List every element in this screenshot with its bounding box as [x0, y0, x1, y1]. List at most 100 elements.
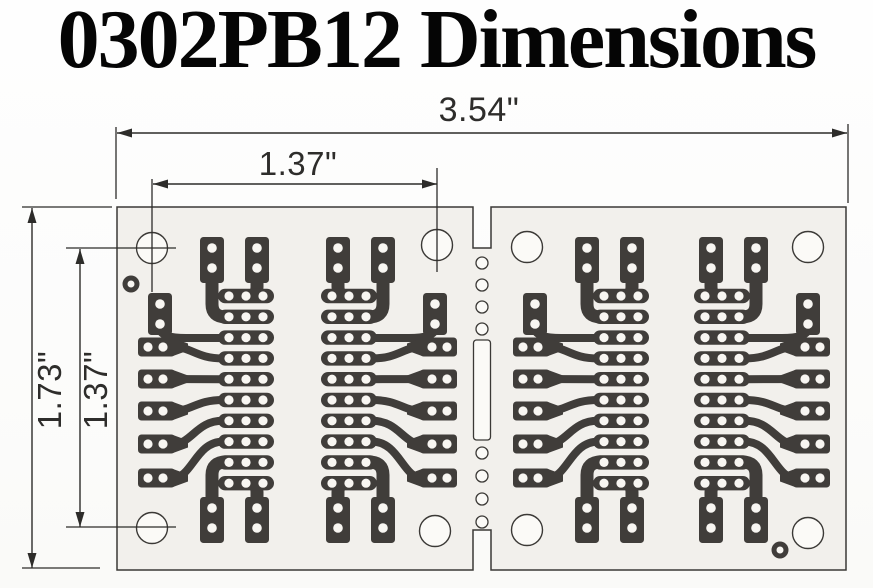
pad-hole — [751, 503, 761, 513]
header-pad — [620, 237, 644, 283]
pad-hole — [333, 503, 343, 513]
pad-hole — [734, 312, 744, 322]
pad-hole — [616, 291, 626, 301]
pad-hole — [582, 503, 592, 513]
pad-hole — [158, 473, 168, 483]
trace-taper — [548, 338, 563, 356]
pad-hole — [530, 299, 540, 309]
breakaway-hole — [475, 446, 489, 460]
pad-hole — [627, 523, 637, 533]
trace-taper — [407, 435, 422, 453]
adapter-pattern — [694, 237, 830, 543]
trace-taper — [780, 435, 795, 453]
pad-hole — [207, 263, 217, 273]
breakaway-hole — [475, 278, 489, 292]
pad-hole — [361, 457, 371, 467]
pad-hole — [717, 457, 727, 467]
pad-hole — [616, 353, 626, 363]
pad-hole — [717, 395, 727, 405]
pad-hole — [734, 457, 744, 467]
side-pad — [513, 337, 550, 357]
adapter-pattern — [513, 237, 649, 543]
pad-hole — [241, 395, 251, 405]
pad-hole — [361, 416, 371, 426]
pad-hole — [155, 299, 165, 309]
pad-hole — [800, 439, 810, 449]
header-pad — [245, 497, 269, 543]
pad-hole — [258, 374, 268, 384]
pad-hole — [803, 299, 813, 309]
pad-hole — [258, 457, 268, 467]
pad-hole — [627, 263, 637, 273]
pad-hole — [252, 243, 262, 253]
pad-hole — [599, 478, 609, 488]
pad-hole — [378, 243, 388, 253]
pad-hole — [241, 333, 251, 343]
pad-hole — [582, 243, 592, 253]
pad-hole — [327, 478, 337, 488]
pad-hole — [442, 439, 452, 449]
breakaway-slot — [472, 339, 492, 441]
pad-hole — [700, 374, 710, 384]
breakaway-hole — [475, 300, 489, 314]
header-pad — [245, 237, 269, 283]
pad-hole — [241, 457, 251, 467]
pad-hole — [706, 503, 716, 513]
trace-taper — [548, 469, 563, 487]
pad-hole — [700, 478, 710, 488]
pad-hole — [224, 395, 234, 405]
pad-hole — [633, 353, 643, 363]
pad-hole — [427, 439, 437, 449]
pad-hole — [143, 473, 153, 483]
pad-hole — [518, 374, 528, 384]
adapter-pattern — [321, 237, 457, 543]
side-pad — [793, 468, 830, 488]
pad-hole — [361, 333, 371, 343]
pad-hole — [327, 374, 337, 384]
side-pad — [420, 434, 457, 454]
side-pad — [138, 434, 175, 454]
dim-label-overall-width: 3.54" — [438, 91, 520, 129]
trace-taper — [407, 370, 422, 388]
pad-hole — [751, 243, 761, 253]
pad-hole — [327, 416, 337, 426]
pad-hole — [442, 406, 452, 416]
pad-hole — [717, 353, 727, 363]
side-pad — [138, 369, 175, 389]
pad-hole — [616, 457, 626, 467]
pad-hole — [378, 503, 388, 513]
pad-hole — [224, 312, 234, 322]
pad-hole — [327, 395, 337, 405]
pad-hole — [803, 319, 813, 329]
pad-hole — [361, 437, 371, 447]
pad-hole — [241, 353, 251, 363]
pad-hole — [143, 374, 153, 384]
trace-taper — [407, 338, 422, 356]
trace-taper — [173, 435, 188, 453]
pad-hole — [361, 374, 371, 384]
pad-hole — [327, 291, 337, 301]
pad-hole — [327, 457, 337, 467]
pad-hole — [633, 395, 643, 405]
header-pad — [371, 497, 395, 543]
trace-taper — [780, 370, 795, 388]
pad-hole — [344, 416, 354, 426]
pad-hole — [158, 439, 168, 449]
breakaway-hole — [475, 469, 489, 483]
trace-taper — [780, 469, 795, 487]
pad-hole — [633, 478, 643, 488]
pad-hole — [327, 437, 337, 447]
header-pad — [200, 237, 224, 283]
pad-hole — [224, 291, 234, 301]
pad-hole — [427, 473, 437, 483]
pad-hole — [616, 374, 626, 384]
pad-hole — [599, 457, 609, 467]
pad-hole — [717, 291, 727, 301]
trace-taper — [407, 469, 422, 487]
dimension-arrowhead — [832, 128, 847, 138]
pad-hole — [815, 473, 825, 483]
pad-hole — [207, 503, 217, 513]
pad-hole — [700, 416, 710, 426]
trace-taper — [548, 370, 563, 388]
pad-hole — [533, 406, 543, 416]
